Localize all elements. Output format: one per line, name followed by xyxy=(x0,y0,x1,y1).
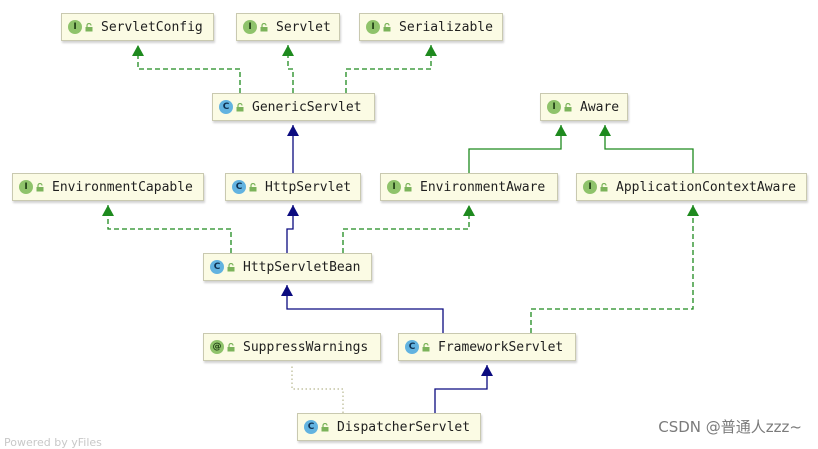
lock-icon xyxy=(383,22,391,31)
class-icon: C xyxy=(219,100,233,114)
lock-icon xyxy=(260,22,268,31)
edge-environmentaware-aware-arrowhead xyxy=(555,125,567,136)
node-servletconfig[interactable]: I ServletConfig xyxy=(61,13,214,41)
watermark: CSDN @普通人zzz~ xyxy=(658,418,802,436)
edge-genericservlet-serializable-arrowhead xyxy=(425,45,437,56)
edge-httpservletbean-environmentaware xyxy=(342,205,470,253)
interface-icon: I xyxy=(19,180,33,194)
node-label: Servlet xyxy=(276,19,331,35)
node-aware[interactable]: I Aware xyxy=(540,93,628,121)
edge-httpservletbean-environmentaware-arrowhead xyxy=(463,205,475,216)
node-label: HttpServletBean xyxy=(243,259,361,275)
edge-genericservlet-servletconfig-arrowhead xyxy=(132,45,144,56)
lock-icon xyxy=(404,182,412,191)
node-genericservlet[interactable]: C GenericServlet xyxy=(212,93,375,121)
lock-icon xyxy=(85,22,93,31)
node-label: SuppressWarnings xyxy=(243,339,369,355)
node-label: DispatcherServlet xyxy=(337,419,471,435)
node-label: EnvironmentCapable xyxy=(52,179,193,195)
edge-dispatcherservlet-suppresswarnings xyxy=(291,365,344,413)
edge-frameworkservlet-httpservletbean xyxy=(286,285,444,333)
edge-httpservletbean-httpservlet-arrowhead xyxy=(287,205,299,216)
edge-applicationcontextaware-aware-arrowhead xyxy=(599,125,611,136)
edge-applicationcontextaware-aware xyxy=(604,125,694,173)
lock-icon xyxy=(227,262,235,271)
class-icon: C xyxy=(210,260,224,274)
node-suppresswarnings[interactable]: @ SuppressWarnings xyxy=(203,333,381,361)
interface-icon: I xyxy=(387,180,401,194)
edge-httpservletbean-environmentcapable-arrowhead xyxy=(102,205,114,216)
class-icon: C xyxy=(232,180,246,194)
edge-genericservlet-servlet-arrowhead xyxy=(282,45,294,56)
node-frameworkservlet[interactable]: C FrameworkServlet xyxy=(398,333,576,361)
edge-frameworkservlet-httpservletbean-arrowhead xyxy=(281,285,293,296)
node-httpservletbean[interactable]: C HttpServletBean xyxy=(203,253,372,281)
interface-icon: I xyxy=(366,20,380,34)
node-label: Serializable xyxy=(399,19,493,35)
edge-dispatcherservlet-frameworkservlet xyxy=(434,365,488,413)
edge-genericservlet-servletconfig xyxy=(137,45,241,93)
node-environmentcapable[interactable]: I EnvironmentCapable xyxy=(12,173,204,201)
node-servlet[interactable]: I Servlet xyxy=(236,13,340,41)
annotation-icon: @ xyxy=(210,340,224,354)
lock-icon xyxy=(600,182,608,191)
node-environmentaware[interactable]: I EnvironmentAware xyxy=(380,173,558,201)
lock-icon xyxy=(227,342,235,351)
interface-icon: I xyxy=(547,100,561,114)
edge-httpservletbean-environmentcapable xyxy=(107,205,232,253)
node-label: GenericServlet xyxy=(252,99,362,115)
node-applicationcontextaware[interactable]: I ApplicationContextAware xyxy=(576,173,807,201)
edge-frameworkservlet-applicationcontextaware-arrowhead xyxy=(687,205,699,216)
lock-icon xyxy=(564,102,572,111)
node-label: HttpServlet xyxy=(265,179,352,195)
class-icon: C xyxy=(405,340,419,354)
node-httpservlet[interactable]: C HttpServlet xyxy=(225,173,361,201)
lock-icon xyxy=(422,342,430,351)
interface-icon: I xyxy=(243,20,257,34)
interface-icon: I xyxy=(583,180,597,194)
node-label: EnvironmentAware xyxy=(420,179,546,195)
edge-environmentaware-aware xyxy=(468,125,562,173)
interface-icon: I xyxy=(68,20,82,34)
node-label: Aware xyxy=(580,99,620,115)
class-icon: C xyxy=(304,420,318,434)
node-serializable[interactable]: I Serializable xyxy=(359,13,503,41)
edge-genericservlet-serializable xyxy=(345,45,432,93)
node-label: ApplicationContextAware xyxy=(616,179,797,195)
lock-icon xyxy=(236,102,244,111)
edge-frameworkservlet-applicationcontextaware xyxy=(530,205,694,333)
edge-httpservlet-genericservlet-arrowhead xyxy=(287,125,299,136)
lock-icon xyxy=(249,182,257,191)
lock-icon xyxy=(321,422,329,431)
node-dispatcherservlet[interactable]: C DispatcherServlet xyxy=(297,413,481,441)
lock-icon xyxy=(36,182,44,191)
edge-genericservlet-servlet xyxy=(287,45,294,93)
edge-httpservletbean-httpservlet xyxy=(286,205,294,253)
edge-dispatcherservlet-frameworkservlet-arrowhead xyxy=(481,365,493,376)
node-label: FrameworkServlet xyxy=(438,339,564,355)
footer-credit: Powered by yFiles xyxy=(4,436,102,449)
node-label: ServletConfig xyxy=(101,19,203,35)
